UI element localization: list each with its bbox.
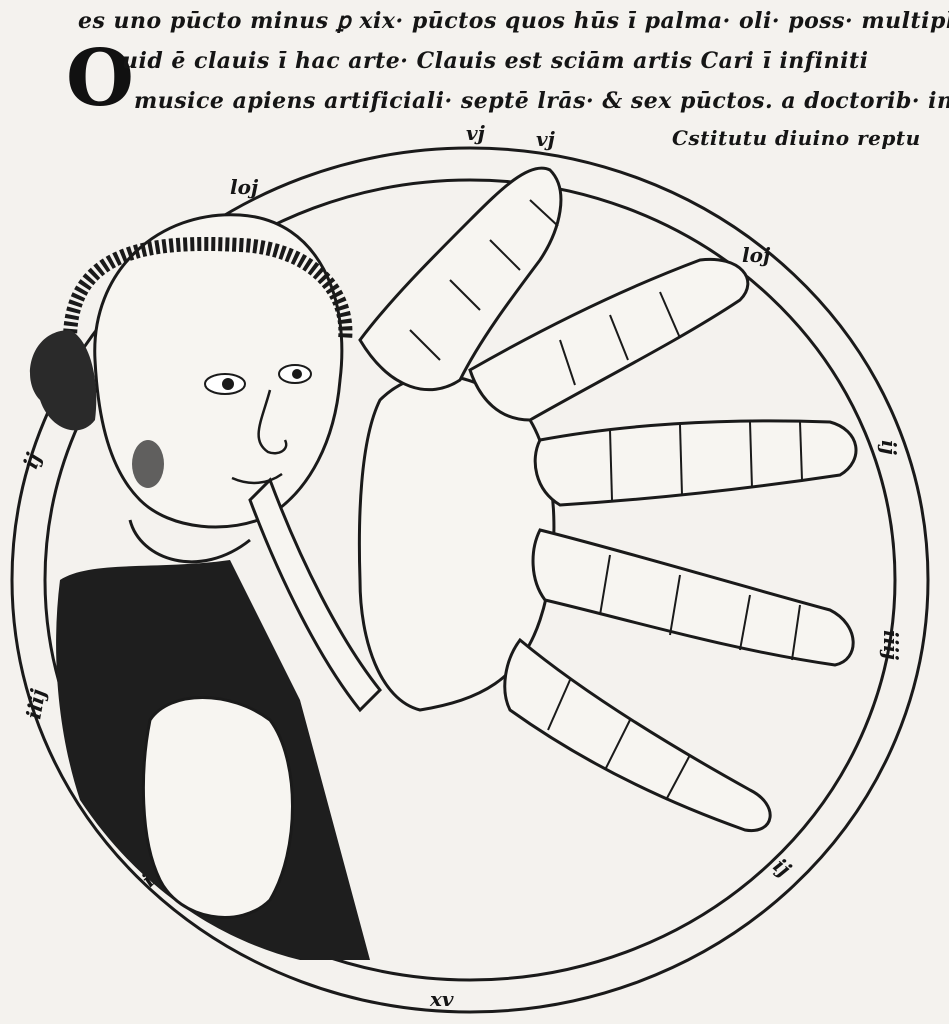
inner-ring (43, 178, 897, 982)
sleeve (248, 477, 383, 713)
pointing-hand (141, 696, 294, 919)
decorated-initial: O (66, 33, 134, 124)
outer-ring (10, 146, 930, 1014)
ring-mark: loj (230, 175, 259, 199)
ring-mark: loj (742, 243, 771, 267)
ring-mark: iiij (879, 630, 903, 661)
little-finger (503, 637, 772, 832)
nose (257, 389, 288, 455)
ring-mark: vj (466, 121, 486, 145)
ring-mark: vj (536, 127, 556, 151)
cheek-shading (132, 440, 164, 488)
neck-outline (128, 519, 251, 564)
ring-finger (531, 528, 855, 667)
ring-mark: ij (877, 440, 901, 456)
thumb (358, 166, 563, 392)
middle-finger (533, 419, 858, 507)
finger-joint-bands (409, 199, 803, 801)
ring-mark: ij (769, 853, 796, 881)
index-finger (468, 257, 750, 422)
header-line-3: musice apiens artificiali· septē lrās· &… (134, 88, 949, 114)
right-pupil (292, 369, 302, 379)
header-line-2: uid ē clauis ī hac arte· Clauis est sciā… (122, 48, 869, 74)
mouth (231, 472, 283, 485)
hair-curls (30, 330, 97, 431)
ring-mark: xv (429, 987, 454, 1011)
header-line-1: es uno pūcto minus ꝑ xix· pūctos quos hū… (78, 8, 949, 34)
ring-mark: iiij (21, 686, 50, 720)
header-line-4: Cstitutu diuino reptu (672, 126, 921, 150)
left-pupil (222, 378, 234, 390)
